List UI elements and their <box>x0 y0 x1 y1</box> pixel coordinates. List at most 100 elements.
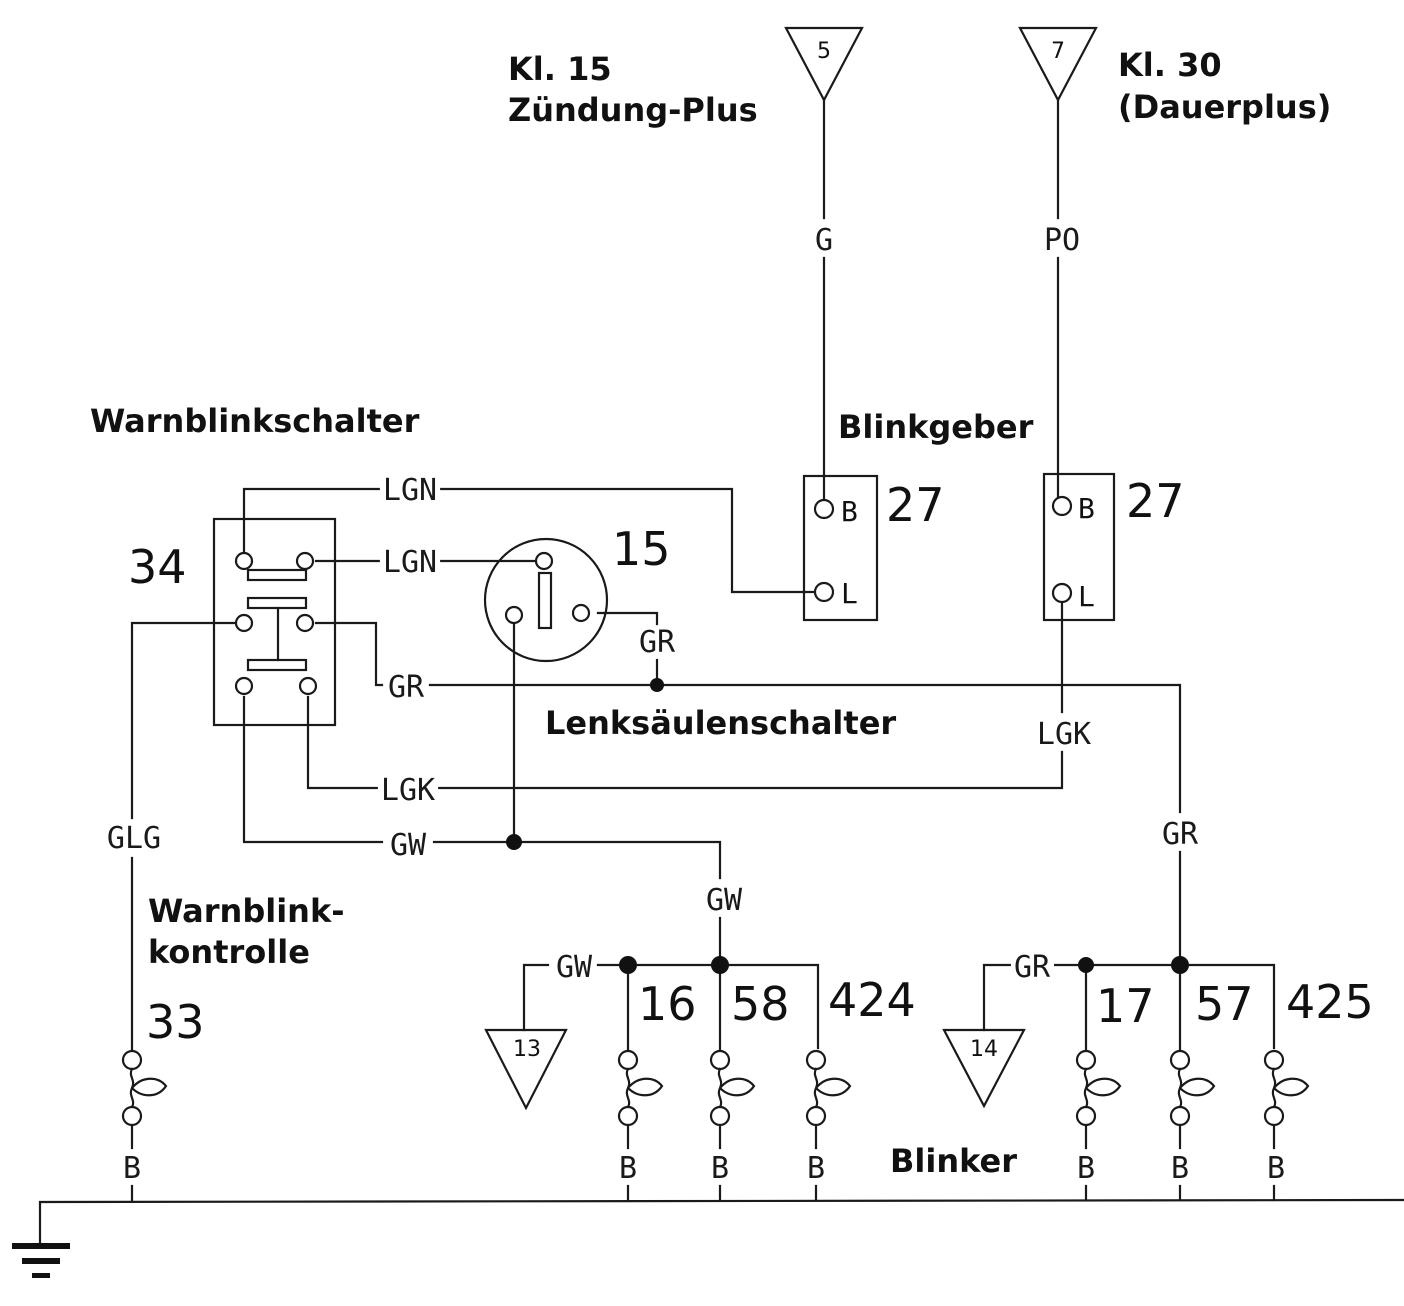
lamp-425-bulb-icon <box>1263 1049 1310 1127</box>
terminal <box>813 581 835 603</box>
lamp-425-number: 425 <box>1286 975 1374 1029</box>
lamp-16-bulb-icon <box>617 1049 664 1127</box>
wire-lgn-top-right <box>438 487 816 594</box>
ground-bus <box>38 1198 1404 1246</box>
wire-label-background <box>119 1153 145 1184</box>
terminal <box>295 613 315 633</box>
wire-label-background <box>702 885 746 916</box>
junction-gw <box>506 834 522 850</box>
wire-label-b-57: B <box>1171 1151 1189 1186</box>
wire-label-gw-13: GW <box>556 950 593 985</box>
junction-lamp-58 <box>711 956 729 974</box>
connector-7-label: 7 <box>1051 39 1065 64</box>
blinker-title: Blinker <box>890 1142 1017 1180</box>
terminal <box>295 551 315 571</box>
wire-label-gr-14: GR <box>1014 950 1051 985</box>
wire-label-g: G <box>815 223 833 258</box>
lamp-17-bulb-icon <box>1075 1049 1122 1127</box>
bulb-terminal <box>1263 1105 1285 1127</box>
lamp-424-number: 424 <box>828 973 916 1027</box>
bulb-terminal <box>1075 1049 1097 1071</box>
blinkgeber-title: Blinkgeber <box>838 408 1034 446</box>
column-switch: 15 <box>483 522 671 663</box>
lamp-58-bulb-icon <box>709 1049 756 1127</box>
bulb-filament <box>1271 1067 1310 1109</box>
connector-13-label: 13 <box>513 1037 541 1062</box>
hazard-switch-number: 34 <box>128 540 187 594</box>
wire-label-background <box>1073 1153 1099 1184</box>
wire-label-lgn-top: LGN <box>383 473 437 508</box>
bulb-terminal <box>805 1105 827 1127</box>
flasher-b-housing <box>1042 472 1116 622</box>
lamp-16-number: 16 <box>638 977 697 1031</box>
connector-7: 7 <box>1018 26 1098 103</box>
junctions <box>506 678 1189 974</box>
wire-label-gr-switch: GR <box>388 670 425 705</box>
bulb-terminal <box>121 1105 143 1127</box>
wire-label-b-424: B <box>807 1151 825 1186</box>
wire-label-background <box>1010 952 1054 983</box>
hazard-switch: 34 <box>128 517 337 727</box>
wire-lgn-top-left <box>242 487 382 555</box>
terminal <box>1051 495 1073 517</box>
terminal <box>1051 582 1073 604</box>
connector-14-label: 14 <box>970 1037 998 1062</box>
wire-label-background <box>552 952 596 983</box>
wire-gr-14-left <box>982 963 1014 1032</box>
terminal <box>234 676 254 696</box>
terminal <box>234 613 254 633</box>
terminal <box>234 551 254 571</box>
lamp-57-bulb-icon <box>1169 1049 1216 1127</box>
connector-triangle-icon <box>484 1028 568 1111</box>
component-titles: Kl. 15 Zündung-Plus Kl. 30 (Dauerplus) W… <box>90 46 1331 1180</box>
wire-lgk-left <box>306 695 382 790</box>
bulb-terminal <box>709 1105 731 1127</box>
junction-lamp-17 <box>1078 957 1094 973</box>
terminal <box>571 603 591 623</box>
junction-lamp-16 <box>619 956 637 974</box>
kl30-title-line1: Kl. 30 <box>1118 46 1222 84</box>
wires <box>38 98 1404 1246</box>
terminal <box>813 498 835 520</box>
wire-gr-switch-left <box>314 621 384 687</box>
wire-label-background <box>379 475 441 506</box>
wire-label-background <box>615 1153 641 1184</box>
bulb-terminal <box>617 1105 639 1127</box>
ground-icon <box>12 1243 70 1278</box>
bulb-terminal <box>1169 1049 1191 1071</box>
bulb-filament <box>625 1067 664 1109</box>
wire-label-background <box>811 225 837 256</box>
terminal <box>504 605 524 625</box>
wire-gw-left <box>242 695 384 844</box>
wire-gw-main <box>432 840 722 880</box>
flasher-a-number: 27 <box>886 478 945 532</box>
contact-bar <box>246 596 308 610</box>
flasher-b-pin-b: B <box>1078 492 1095 525</box>
warnblinkkontrolle-title-line1: Warnblink- <box>148 892 345 930</box>
kl30-title-line2: (Dauerplus) <box>1118 88 1331 126</box>
bulb-terminal <box>1075 1105 1097 1127</box>
lamp-57-number: 57 <box>1195 977 1254 1031</box>
terminal <box>298 676 318 696</box>
wire-label-background <box>1033 719 1095 750</box>
wire-label-b-425: B <box>1267 1151 1285 1186</box>
bulb-terminal <box>1169 1105 1191 1127</box>
column-switch-lever <box>537 571 553 630</box>
column-switch-number: 15 <box>612 522 671 576</box>
bulb-terminal <box>1263 1049 1285 1071</box>
bulb-terminal <box>709 1049 731 1071</box>
wire-label-glg: GLG <box>107 821 161 856</box>
wire-label-b-58: B <box>711 1151 729 1186</box>
wire-lgk-right <box>434 750 1064 790</box>
wire-label-gw-down: GW <box>706 883 743 918</box>
connector-5: 5 <box>784 26 864 103</box>
wire-glg-upper <box>130 621 236 820</box>
bulb-terminal <box>121 1049 143 1071</box>
warnblinkkontrolle-title-line2: kontrolle <box>148 933 310 971</box>
bulb-filament <box>717 1067 756 1109</box>
wire-label-background <box>1167 1153 1193 1184</box>
bulb-terminal <box>617 1049 639 1071</box>
wire-label-background <box>803 1153 829 1184</box>
junction-gr <box>650 678 664 692</box>
connector-13: 13 <box>484 1028 568 1111</box>
